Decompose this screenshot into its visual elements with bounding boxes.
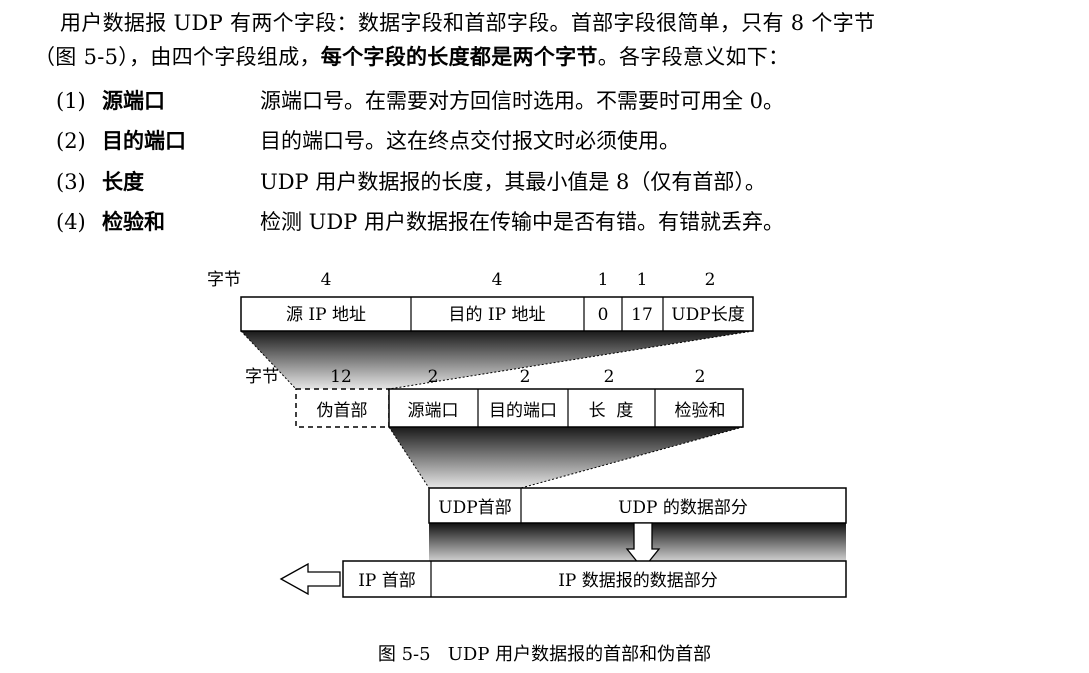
row1-byte-count: 4	[492, 270, 503, 290]
shade-edge-right	[388, 330, 754, 390]
cell-dest-ip: 目的 IP 地址	[449, 305, 546, 325]
field-name: 目的端口	[102, 129, 186, 153]
cell-ip-data: IP 数据报的数据部分	[558, 571, 718, 591]
row2-byte-count: 2	[520, 367, 531, 387]
intro-line-2-bold: 每个字段的长度都是两个字节	[320, 45, 598, 69]
field-item-3: (3) 长度 UDP 用户数据报的长度，其最小值是 8（仅有首部）。	[56, 165, 766, 199]
field-desc: 检测 UDP 用户数据报在传输中是否有错。有错就丢弃。	[260, 210, 785, 234]
row1-byte-count: 1	[637, 270, 648, 290]
cell-source-ip: 源 IP 地址	[286, 305, 366, 325]
row1-bytes-label: 字节	[207, 270, 241, 290]
shade-pseudo-to-udp	[241, 331, 753, 389]
field-desc: 目的端口号。这在终点交付报文时必须使用。	[260, 129, 680, 153]
intro-paragraph: 用户数据报 UDP 有两个字段：数据字段和首部字段。首部字段很简单，只有 8 个…	[34, 6, 1074, 74]
shade-edge-left-2	[388, 426, 430, 489]
intro-line-1: 用户数据报 UDP 有两个字段：数据字段和首部字段。首部字段很简单，只有 8 个…	[60, 11, 876, 35]
cell-zero: 0	[598, 305, 609, 325]
cell-udp-header: UDP首部	[438, 498, 511, 518]
field-name: 检验和	[102, 210, 165, 234]
row1-byte-count: 1	[598, 270, 609, 290]
ip-datagram-box	[342, 560, 847, 598]
field-name: 源端口	[102, 89, 165, 113]
field-num: (4)	[56, 210, 86, 234]
cell-ip-header: IP 首部	[358, 571, 416, 591]
cell-length: 长 度	[589, 401, 634, 421]
field-item-2: (2) 目的端口 目的端口号。这在终点交付报文时必须使用。	[56, 124, 680, 158]
pseudo-header-box	[240, 296, 754, 332]
intro-line-2: （图 5-5），由四个字段组成，每个字段的长度都是两个字节。各字段意义如下：	[34, 40, 1074, 74]
field-desc: 源端口号。在需要对方回信时选用。不需要时可用全 0。	[260, 89, 785, 113]
field-num: (3)	[56, 170, 86, 194]
row1-byte-count: 2	[705, 270, 716, 290]
field-desc: UDP 用户数据报的长度，其最小值是 8（仅有首部）。	[260, 170, 766, 194]
row2-bytes-label: 字节	[245, 367, 279, 387]
field-item-4: (4) 检验和 检测 UDP 用户数据报在传输中是否有错。有错就丢弃。	[56, 205, 784, 239]
row2-byte-count: 12	[330, 367, 352, 387]
down-arrow-icon	[625, 522, 661, 571]
intro-line-2-a: （图 5-5），由四个字段组成，	[34, 45, 321, 69]
row2-byte-count: 2	[695, 367, 706, 387]
cell-checksum: 检验和	[675, 401, 726, 421]
left-arrow-icon	[279, 562, 341, 596]
row2-byte-count: 2	[604, 367, 615, 387]
cell-dest-port: 目的端口	[489, 401, 557, 421]
shade-udp-to-datagram	[389, 427, 743, 488]
cell-source-port: 源端口	[408, 401, 459, 421]
cell-udp-length: UDP长度	[671, 305, 744, 325]
row1-byte-count: 4	[321, 270, 332, 290]
cell-udp-data: UDP 的数据部分	[618, 498, 748, 518]
field-item-1: (1) 源端口 源端口号。在需要对方回信时选用。不需要时可用全 0。	[56, 84, 784, 118]
row2-byte-count: 2	[428, 367, 439, 387]
figure-caption: 图 5-5 UDP 用户数据报的首部和伪首部	[377, 644, 712, 665]
field-num: (1)	[56, 89, 86, 113]
cell-pseudo-header: 伪首部	[317, 401, 368, 421]
cell-protocol: 17	[631, 305, 653, 325]
intro-line-2-c: 。各字段意义如下：	[597, 45, 790, 69]
udp-header-box	[388, 388, 744, 428]
field-name: 长度	[102, 170, 144, 194]
field-num: (2)	[56, 129, 86, 153]
shade-edge-left	[240, 330, 297, 390]
